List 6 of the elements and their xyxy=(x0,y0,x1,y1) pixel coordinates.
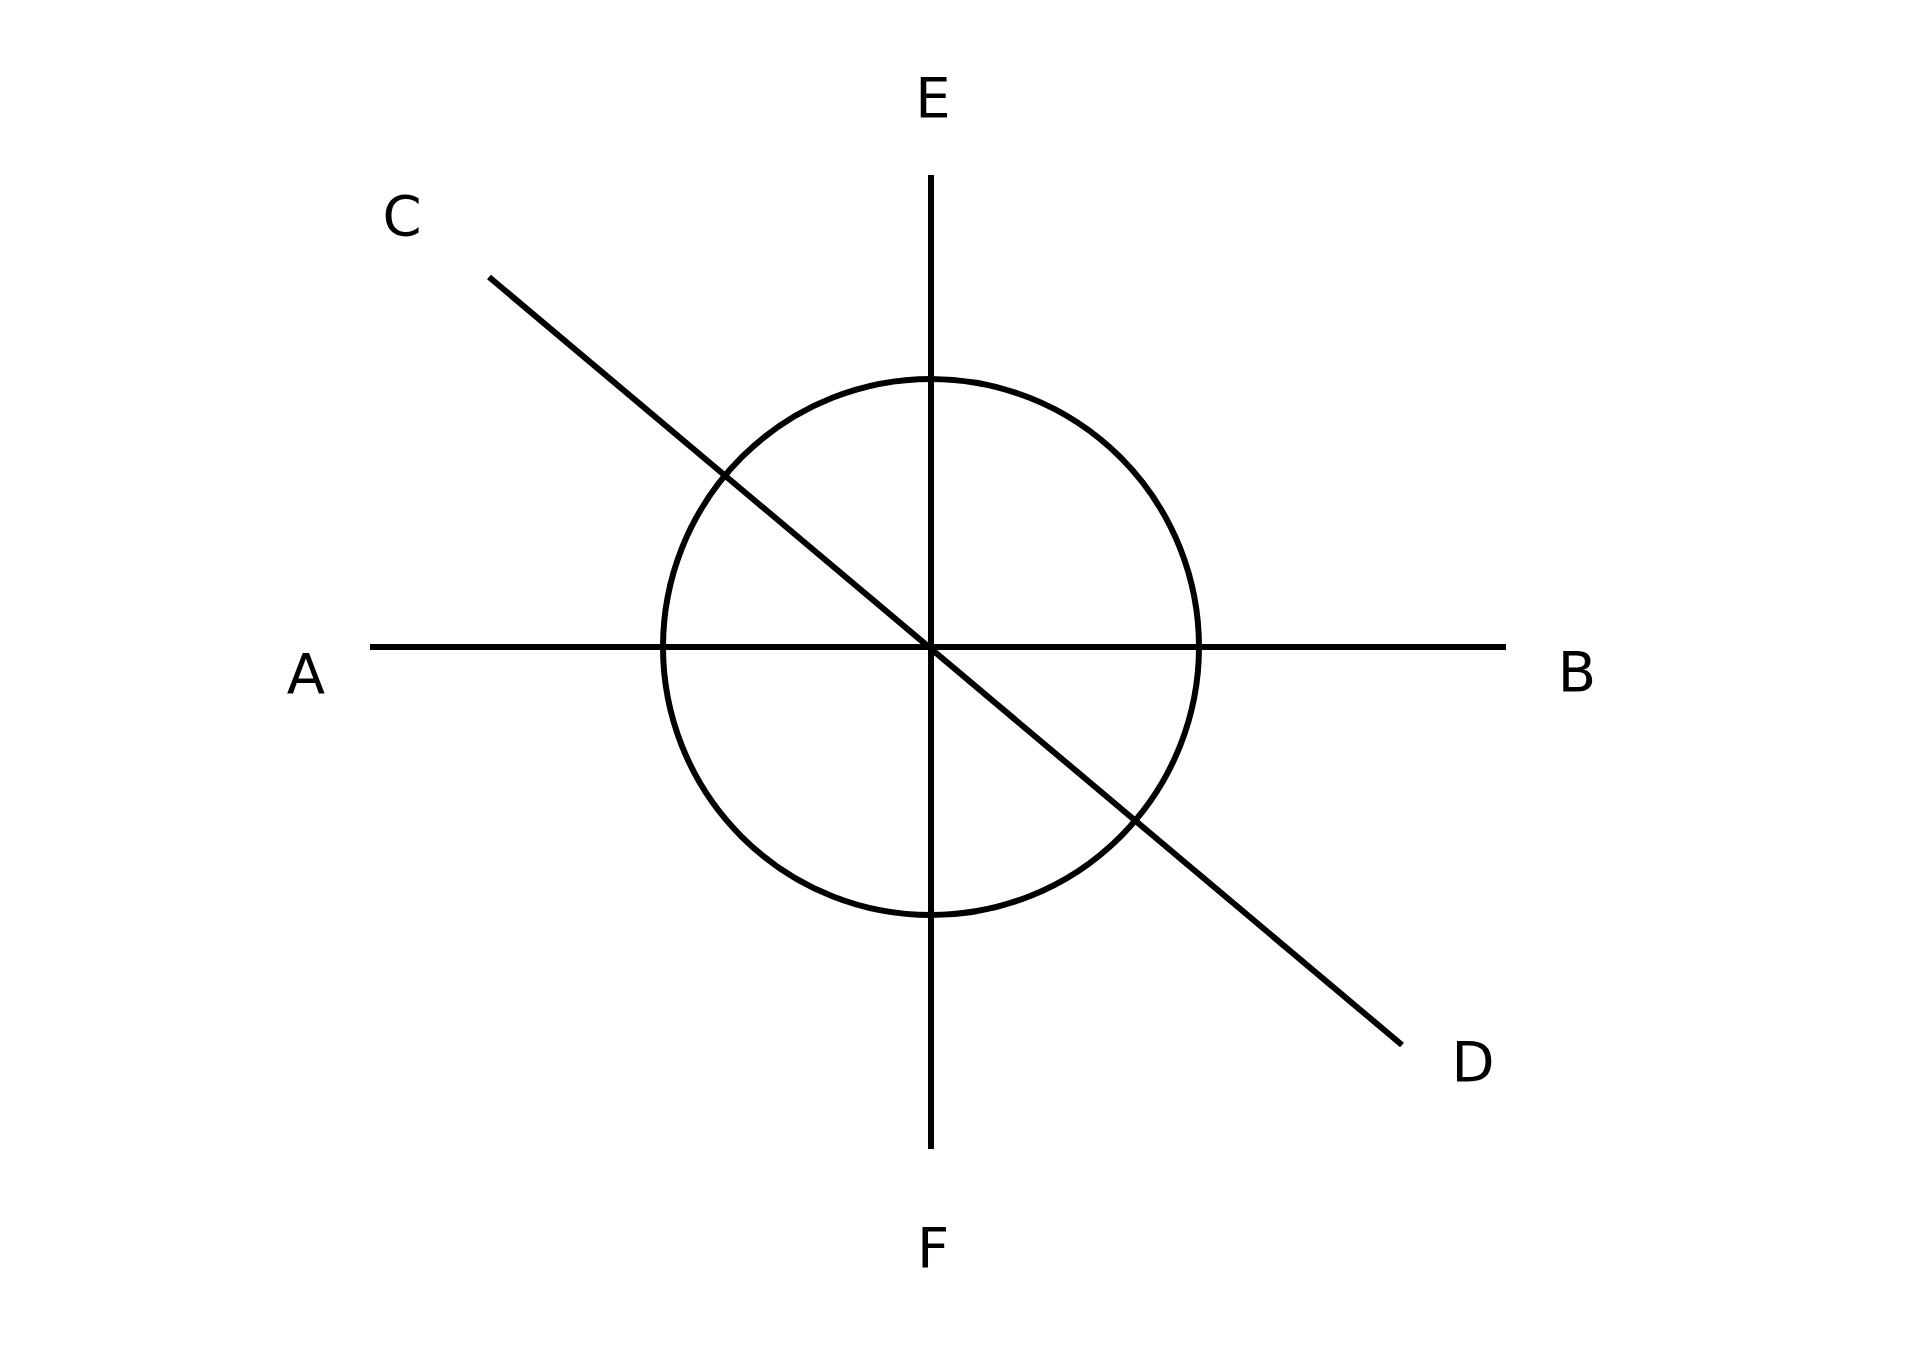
point-label: A xyxy=(286,646,326,702)
point-label: E xyxy=(915,70,951,126)
point-label: F xyxy=(916,1220,950,1276)
point-label: C xyxy=(382,188,422,244)
point-label: D xyxy=(1451,1034,1495,1090)
point-label: B xyxy=(1557,644,1597,700)
